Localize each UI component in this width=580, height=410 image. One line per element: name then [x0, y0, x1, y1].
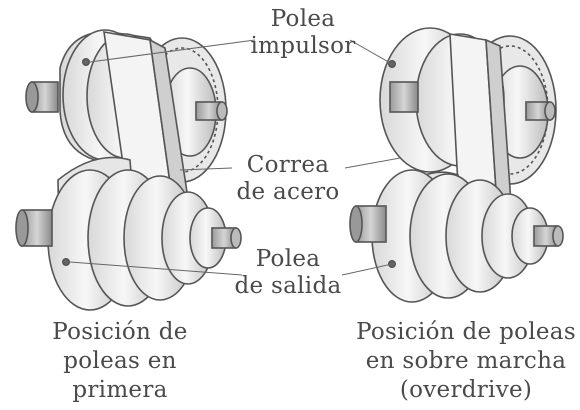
left-marker-drive: [82, 57, 91, 66]
leader-drive-right: [349, 39, 393, 65]
label-output-pulley: Polea de salida: [234, 246, 342, 299]
leader-output-left: [69, 261, 243, 276]
leader-drive-left: [89, 39, 256, 63]
left-output-pulley: [15, 169, 242, 311]
label-steel-belt: Correa de acero: [236, 152, 340, 205]
left-pulley-assembly: [15, 29, 242, 311]
label-drive-pulley: Polea impulsor: [250, 6, 356, 59]
caption-overdrive: Posición de poleas en sobre marcha (over…: [356, 319, 576, 403]
leader-lines: [69, 39, 401, 276]
leader-belt-left: [179, 167, 233, 171]
right-output-pulley: [349, 169, 564, 303]
leader-output-right: [341, 263, 393, 276]
caption-first-gear: Posición de poleas en primera: [52, 319, 188, 403]
left-marker-output: [61, 257, 70, 266]
right-pulley-assembly: [349, 27, 564, 303]
leader-belt-right: [344, 157, 401, 169]
